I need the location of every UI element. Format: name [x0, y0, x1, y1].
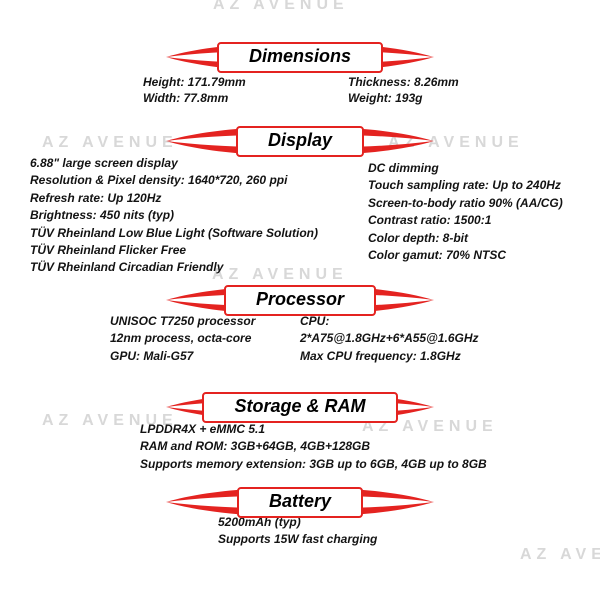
spec-line: TÜV Rheinland Low Blue Light (Software S…	[30, 225, 318, 240]
spec-column-left: 6.88" large screen display Resolution & …	[30, 155, 318, 277]
spec-line: Brightness: 450 nits (typ)	[30, 208, 175, 223]
spec-column-single: LPDDR4X + eMMC 5.1 RAM and ROM: 3GB+64GB…	[140, 421, 487, 473]
spec-line: Width: 77.8mm	[143, 90, 229, 105]
spec-line: GPU: Mali-G57	[110, 348, 194, 363]
section-title-box-processor: Processor	[223, 284, 377, 316]
spec-column-right: DC dimming Touch sampling rate: Up to 24…	[368, 160, 563, 264]
spec-line: DC dimming	[368, 161, 439, 175]
section-title: Storage & RAM	[234, 395, 366, 416]
spec-column-single: 5200mAh (typ) Supports 15W fast charging	[218, 514, 377, 549]
section-title: Battery	[268, 490, 332, 511]
spec-line: 5200mAh (typ)	[218, 515, 301, 529]
watermark-text: AZ AVENUE	[213, 0, 349, 13]
spec-line: Contrast ratio: 1500:1	[368, 213, 492, 228]
spec-line: Refresh rate: Up 120Hz	[30, 190, 162, 205]
spec-line: TÜV Rheinland Flicker Free	[30, 243, 187, 258]
watermark-text: AZ AVENUE	[212, 266, 348, 283]
section-title: Dimensions	[248, 45, 352, 66]
spec-line: Color gamut: 70% NTSC	[368, 248, 507, 263]
spec-line: UNISOC T7250 processor	[110, 314, 256, 328]
spec-line: LPDDR4X + eMMC 5.1	[140, 422, 266, 436]
section-title-box-display: Display	[235, 125, 365, 157]
section-header-processor: Processor	[0, 283, 600, 317]
spec-line: Color depth: 8-bit	[368, 230, 468, 245]
spec-line: Touch sampling rate: Up to 240Hz	[368, 178, 561, 193]
section-title-box-storage-ram: Storage & RAM	[202, 391, 398, 423]
section-title-box-battery: Battery	[236, 486, 364, 518]
spec-line: Max CPU frequency: 1.8GHz	[300, 348, 461, 363]
spec-line: 12nm process, octa-core	[110, 331, 252, 346]
spec-column-left: Height: 171.79mm Width: 77.8mm	[143, 75, 246, 106]
section-header-battery: Battery	[0, 485, 600, 519]
section-title-box-dimensions: Dimensions	[216, 41, 384, 73]
spec-line: Supports memory extension: 3GB up to 6GB…	[140, 456, 487, 471]
spec-column-right: CPU: 2*A75@1.8GHz+6*A55@1.6GHz Max CPU f…	[300, 313, 479, 365]
spec-line: Screen-to-body ratio 90% (AA/CG)	[368, 195, 563, 210]
spec-line: TÜV Rheinland Circadian Friendly	[30, 260, 224, 275]
section-title: Display	[267, 129, 333, 150]
spec-line: 6.88" large screen display	[30, 156, 178, 170]
spec-line: Supports 15W fast charging	[218, 532, 378, 547]
spec-column-left: UNISOC T7250 processor 12nm process, oct…	[110, 313, 255, 365]
spec-line: Thickness: 8.26mm	[348, 75, 459, 89]
section-header-dimensions: Dimensions	[0, 40, 600, 74]
spec-line: 2*A75@1.8GHz+6*A55@1.6GHz	[300, 331, 479, 346]
spec-line: Height: 171.79mm	[143, 75, 246, 89]
spec-line: Resolution & Pixel density: 1640*720, 26…	[30, 173, 288, 188]
spec-line: CPU:	[300, 314, 330, 328]
section-header-storage-ram: Storage & RAM	[0, 390, 600, 424]
spec-column-right: Thickness: 8.26mm Weight: 193g	[348, 75, 459, 106]
spec-line: Weight: 193g	[348, 90, 423, 105]
watermark-text: AZ AVENUE	[42, 134, 178, 151]
section-header-display: Display	[0, 124, 600, 158]
watermark-text: AZ AVENUE	[520, 546, 600, 563]
watermark-text: AZ AVENUE	[42, 412, 178, 429]
spec-line: RAM and ROM: 3GB+64GB, 4GB+128GB	[140, 439, 371, 454]
section-title: Processor	[255, 288, 345, 309]
